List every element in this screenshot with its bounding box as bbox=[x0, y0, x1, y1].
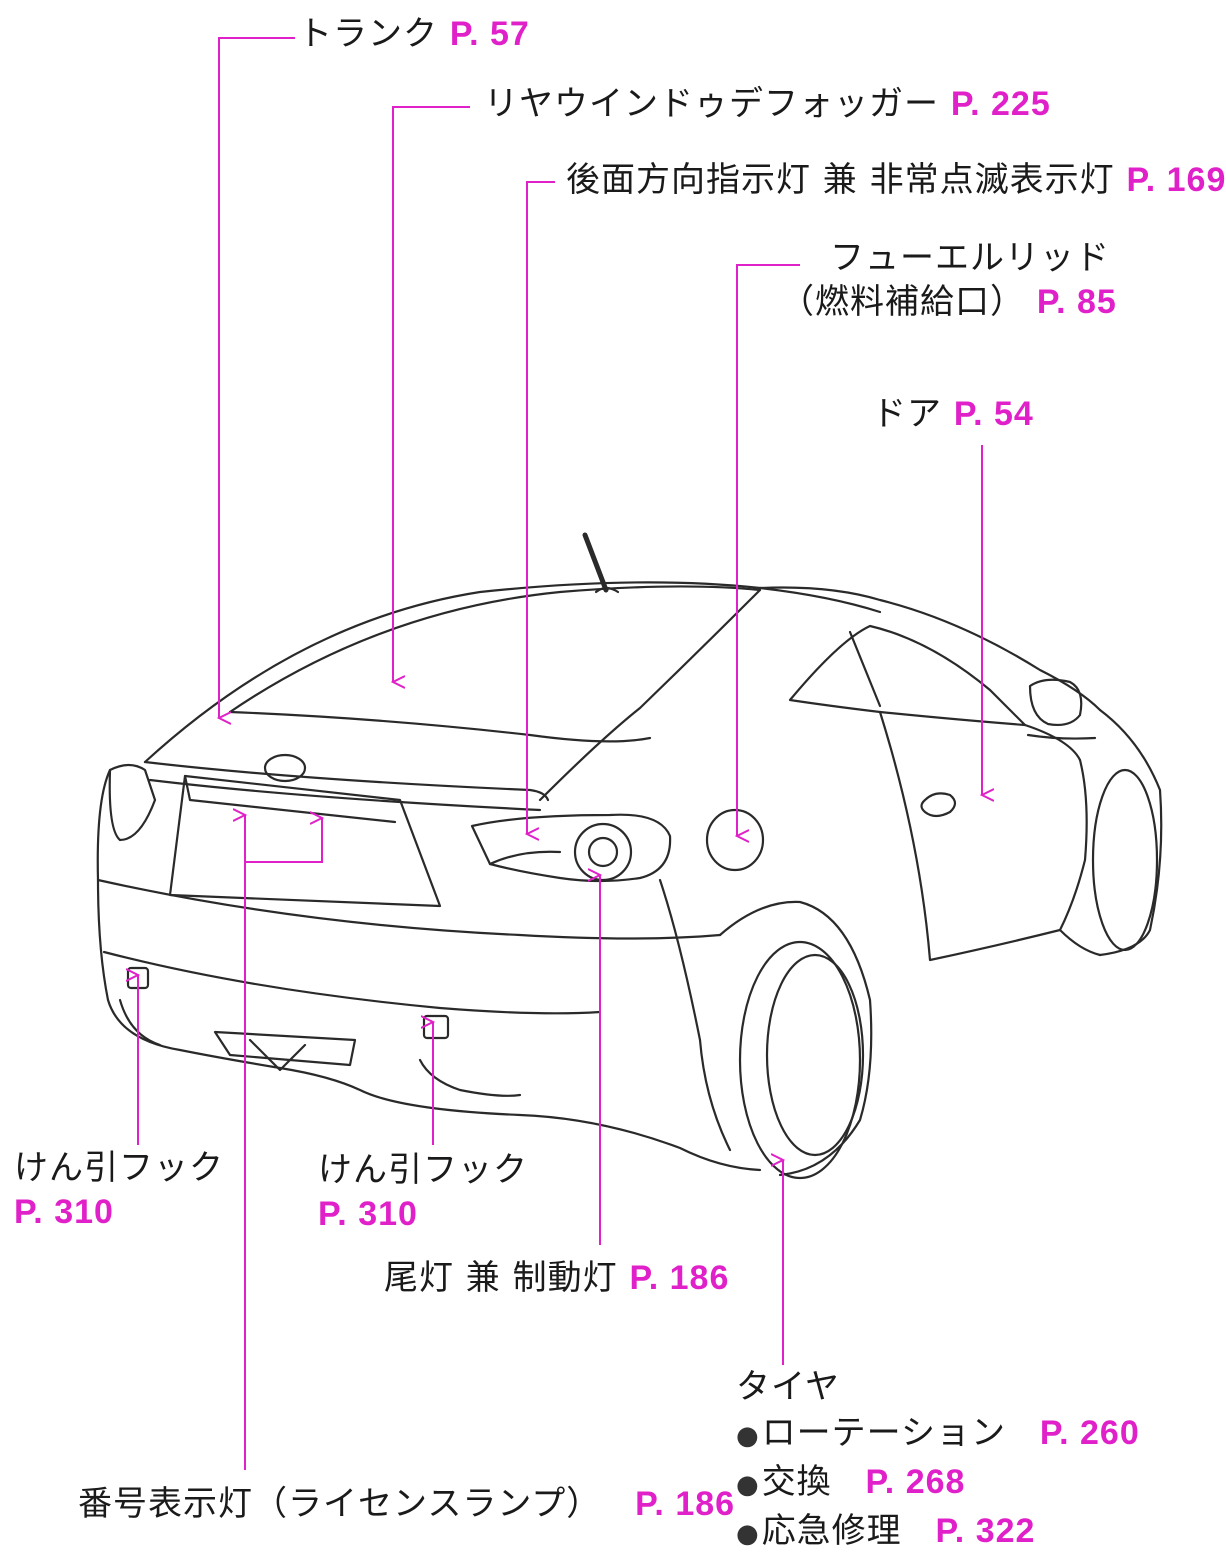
leader-trunk bbox=[219, 37, 295, 718]
label-license-lamp-text: 番号表示灯（ライセンスランプ） bbox=[78, 1484, 602, 1524]
label-tow-hook-right-page: P. 310 bbox=[318, 1195, 418, 1233]
label-door-text: ドア bbox=[872, 394, 942, 434]
label-fuel-lid-line1: フューエルリッド bbox=[830, 238, 1110, 278]
label-tire-title: タイヤ bbox=[736, 1367, 840, 1407]
label-defogger-text: リヤウインドゥデフォッガー bbox=[484, 84, 939, 124]
leader-fuel-lid bbox=[737, 264, 800, 836]
tire-item-page: P. 260 bbox=[1039, 1414, 1140, 1452]
tire-item-page: P. 322 bbox=[935, 1512, 1036, 1550]
bullet-icon: ● bbox=[736, 1470, 760, 1500]
label-door-page: P. 54 bbox=[953, 395, 1034, 433]
leader-defogger bbox=[393, 106, 470, 682]
label-tow-hook-left-text: けん引フック bbox=[14, 1148, 224, 1188]
label-door: ドア P. 54 bbox=[872, 394, 1034, 434]
tire-item-text: ローテーション bbox=[761, 1413, 1007, 1453]
label-tow-hook-right: けん引フック P. 310 bbox=[318, 1150, 528, 1234]
bullet-icon: ● bbox=[736, 1519, 760, 1549]
label-fuel-lid-line2: （燃料補給口） P. 85 bbox=[780, 282, 1117, 322]
label-fuel-lid-page: P. 85 bbox=[1036, 283, 1117, 321]
label-license-lamp-page: P. 186 bbox=[635, 1485, 736, 1523]
label-turn-signal: 後面方向指示灯 兼 非常点滅表示灯 P. 169 bbox=[566, 160, 1226, 200]
label-tire: タイヤ ●ローテーション P. 260 ●交換 P. 268 ●応急修理 P. … bbox=[736, 1364, 1140, 1557]
tire-item-text: 交換 bbox=[761, 1462, 832, 1502]
label-tail-light-text: 尾灯 兼 制動灯 bbox=[384, 1258, 618, 1298]
label-trunk-text: トランク bbox=[298, 14, 438, 54]
tire-item-page: P. 268 bbox=[865, 1463, 966, 1501]
leader-license-lamp-branch bbox=[245, 818, 322, 863]
leader-turn-signal bbox=[527, 181, 555, 834]
car-illustration bbox=[96, 532, 1163, 1180]
label-tail-light: 尾灯 兼 制動灯 P. 186 bbox=[384, 1258, 729, 1298]
label-license-lamp: 番号表示灯（ライセンスランプ） P. 186 bbox=[78, 1484, 735, 1524]
tire-item-emergency-repair: ●応急修理 P. 322 bbox=[736, 1508, 1140, 1557]
label-tow-hook-right-text: けん引フック bbox=[318, 1150, 528, 1190]
label-turn-signal-text: 後面方向指示灯 兼 非常点滅表示灯 bbox=[566, 160, 1115, 200]
label-trunk-page: P. 57 bbox=[449, 15, 530, 53]
bullet-icon: ● bbox=[736, 1421, 760, 1451]
label-fuel-lid-text2: （燃料補給口） bbox=[780, 282, 1025, 322]
leader-lines bbox=[138, 37, 982, 1470]
label-fuel-lid-text: フューエルリッド bbox=[830, 238, 1110, 278]
label-defogger: リヤウインドゥデフォッガー P. 225 bbox=[484, 84, 1051, 124]
label-defogger-page: P. 225 bbox=[950, 85, 1051, 123]
label-trunk: トランク P. 57 bbox=[298, 14, 530, 54]
tire-item-replacement: ●交換 P. 268 bbox=[736, 1459, 1140, 1508]
label-turn-signal-page: P. 169 bbox=[1126, 161, 1226, 199]
tire-item-rotation: ●ローテーション P. 260 bbox=[736, 1410, 1140, 1459]
tire-item-text: 応急修理 bbox=[761, 1511, 902, 1551]
label-tow-hook-left-page: P. 310 bbox=[14, 1193, 114, 1231]
label-tow-hook-left: けん引フック P. 310 bbox=[14, 1148, 224, 1232]
label-tail-light-page: P. 186 bbox=[629, 1259, 730, 1297]
